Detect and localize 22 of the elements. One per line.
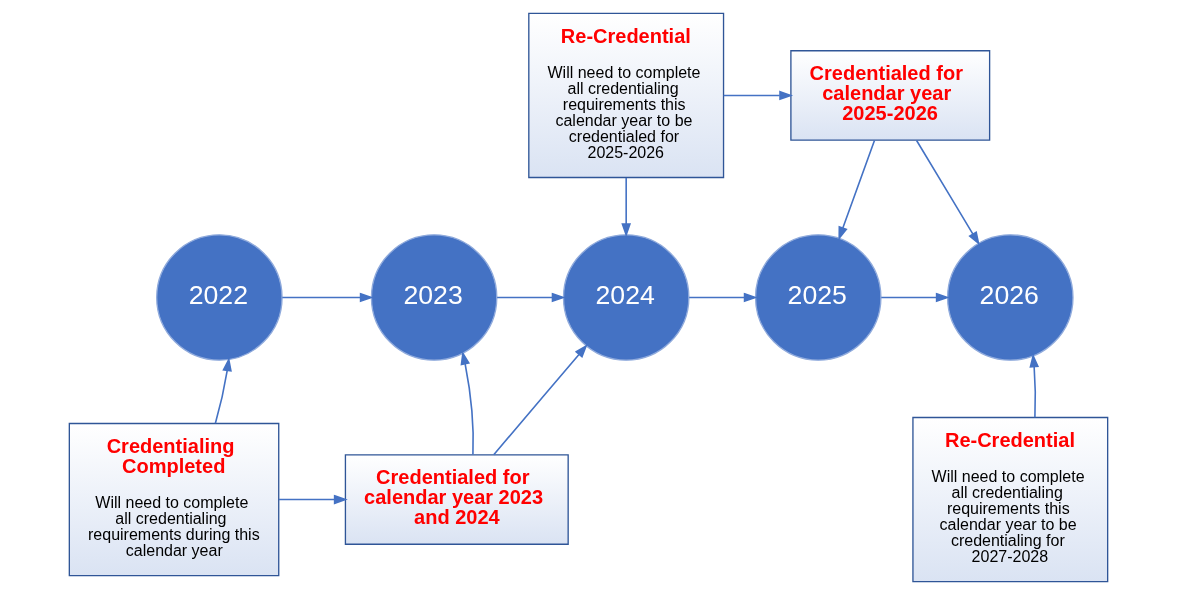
node-circle: 2025 [754,234,882,361]
node-box: Credentialed for calendar year 2023 and 2024 [344,454,569,545]
node-box: Re-Credential Will need to complete all credentialing requirements this calendar year to be credentialing for 2027-2028 [912,416,1109,583]
arrow [281,292,374,303]
node-circle: 2026 [946,234,1074,361]
arrow [214,357,232,425]
arrow [621,177,632,238]
arrow [460,350,474,456]
arrow [722,90,794,101]
arrow [278,494,348,505]
arrow [492,344,588,456]
node-box: Credentialing Completed Will need to complete all credentialing requirements during this calendar year [68,422,280,577]
node-box: Credentialed for calendar year 2025-2026 [790,50,991,141]
node-box: Re-Credential Will need to complete all credentialing requirements this calendar year to be credentialed for 2025-2026 [528,12,725,179]
arrow [688,292,758,303]
node-circle: 2022 [156,234,283,361]
arrow [838,139,876,241]
arrow [1029,353,1040,419]
arrow [880,292,950,303]
arrow [915,139,980,246]
node-circle: 2023 [370,234,498,361]
arrow [496,292,566,303]
